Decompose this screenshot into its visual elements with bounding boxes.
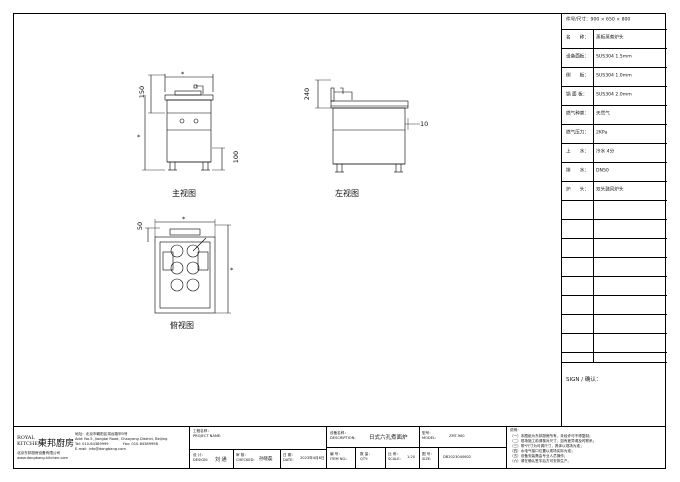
itemno-label: 编 号： xyxy=(330,452,342,456)
note-item: （一）本图纸为东邦厨房所有，未经许可不得复制； xyxy=(510,434,593,438)
note-item: （五）设备安装需由专业人员操作； xyxy=(510,454,568,458)
spec-row: 锅 面 板：SUS304 2.0mm xyxy=(562,87,667,106)
title-block: ROYAL KITCHEN 東邦廚房 北京东邦厨房设备有限公司 www.dong… xyxy=(13,426,666,469)
spec-row-empty xyxy=(562,277,667,296)
notes-cell: 说明： （一）本图纸为东邦厨房所有，未经许可不得复制； （二）现场施工前请核对尺… xyxy=(507,427,666,469)
front-view-label: 主视图 xyxy=(172,189,196,198)
address-en: Add: No.5, Jiangtai Road, Chaoyang Distr… xyxy=(75,437,168,441)
scale-label: 比 例： xyxy=(388,452,400,456)
front-view-drawing xyxy=(142,74,225,171)
tel: Tel: 010-64389999 xyxy=(75,442,109,446)
drawing-number: DB2023040602 xyxy=(443,455,472,459)
designer-name: 刘 通 xyxy=(215,457,227,463)
note-item: （三）带*尺寸为可调尺寸，具体以现场为准； xyxy=(510,444,584,448)
scale-value: 1:20 xyxy=(407,455,416,459)
top-back-dim: 50 xyxy=(136,221,145,231)
checker-label-en: CHECKED: xyxy=(236,458,255,462)
left-view-label: 左视图 xyxy=(335,189,359,198)
spec-row-empty xyxy=(562,296,667,315)
address-cn: 地址：北京市朝阳区将台路甲5号 xyxy=(75,432,128,436)
size-label: 图 号： xyxy=(422,452,434,456)
spec-header: 件号/尺寸：900 × 650 × 800 xyxy=(562,13,667,30)
project-label-en: PROJECT NAME: xyxy=(193,434,222,438)
spec-row: 上 水：冷水 4分 xyxy=(562,144,667,163)
notes-title: 说明： xyxy=(510,428,521,432)
company-cell: ROYAL KITCHEN 東邦廚房 北京东邦厨房设备有限公司 www.dong… xyxy=(13,427,190,469)
front-leg-dim: 100 xyxy=(232,150,241,164)
checker-name: 孙晓磊 xyxy=(259,457,273,462)
spec-row: 炉 头：双头鼓风炉头 xyxy=(562,182,667,201)
item-label: 设备名称： xyxy=(330,431,348,435)
brand-cn: 東邦廚房 xyxy=(38,439,75,449)
spec-row-empty xyxy=(562,315,667,334)
email: E-mail: info@dongbang.com xyxy=(75,447,126,451)
item-name: 日式六孔煮面炉 xyxy=(369,435,408,441)
item-cell: 设备名称： DESCRIPTION: 日式六孔煮面炉 型号： MODEL: ZM… xyxy=(327,427,507,469)
designer-label: 设 计： xyxy=(193,453,205,457)
spec-row-empty xyxy=(562,334,667,353)
date-label-en: DATE: xyxy=(283,458,294,462)
fax: Fax: 010-64389998 xyxy=(123,442,158,446)
left-side-dim: 10 xyxy=(420,120,429,128)
model-value: ZMT-900 xyxy=(449,434,465,438)
top-view-label: 俯视图 xyxy=(170,321,194,330)
checker-label: 审 核： xyxy=(236,453,248,457)
front-width-dim: * xyxy=(181,70,185,78)
spec-row-empty xyxy=(562,220,667,239)
item-label-en: DESCRIPTION: xyxy=(330,436,356,440)
spec-row-empty xyxy=(562,201,667,220)
note-item: （四）水电气接口位置以现场实际为准； xyxy=(510,449,575,453)
itemno-label-en: ITEM NO.: xyxy=(330,457,348,461)
top-depth-dim: * xyxy=(230,266,234,274)
note-item: （二）现场施工前请核对尺寸，如有差异请及时联系； xyxy=(510,439,597,443)
sign-area: SIGN / 确认： xyxy=(566,377,602,383)
spec-row-empty xyxy=(562,239,667,258)
model-label: 型号： xyxy=(422,431,433,435)
drawing-frame xyxy=(13,13,666,469)
top-view-drawing xyxy=(145,219,231,314)
spec-row: 燃气种类：天然气 xyxy=(562,106,667,125)
spec-row: 设备面板：SUS304 1.5mm xyxy=(562,49,667,68)
left-height-dim: 240 xyxy=(303,87,312,101)
front-upper-dim: 150 xyxy=(138,85,147,99)
spec-row: 侧 板：SUS304 1.0mm xyxy=(562,68,667,87)
front-height-dim: * xyxy=(137,133,141,141)
spec-table: 件号/尺寸：900 × 650 × 800 名 称：蒸柜蒸煮炉头 设备面板：SU… xyxy=(561,13,667,426)
top-width-dim: * xyxy=(182,215,186,223)
spec-row: 名 称：蒸柜蒸煮炉头 xyxy=(562,30,667,49)
count-label-en: QTY: xyxy=(360,457,368,461)
note-item: （六）请在确认签字后方可安排生产。 xyxy=(510,459,572,463)
spec-row-empty xyxy=(562,353,667,363)
size-label-en: SIZE: xyxy=(422,457,432,461)
spec-row: 燃气压力：2KPa xyxy=(562,125,667,144)
spec-row: 排 水：DN50 xyxy=(562,163,667,182)
company-cn: 北京东邦厨房设备有限公司 xyxy=(17,451,61,455)
designer-label-en: DESIGN: xyxy=(193,458,209,462)
scale-label-en: SCALE: xyxy=(388,457,401,461)
project-label: 工程名称： xyxy=(193,429,211,433)
left-view-drawing xyxy=(315,79,420,173)
spec-row-empty xyxy=(562,258,667,277)
count-label: 数 量： xyxy=(360,452,372,456)
company-web: www.dongbang-kitchen.com xyxy=(17,456,69,460)
date-value: 2023年4月6日 xyxy=(300,456,325,460)
model-label-en: MODEL: xyxy=(422,436,437,440)
brand-en: ROYAL KITCHEN xyxy=(17,435,43,447)
date-label: 日 期： xyxy=(283,453,295,457)
project-cell: 工程名称： PROJECT NAME: 设 计： DESIGN: 刘 通 审 核… xyxy=(190,427,327,469)
